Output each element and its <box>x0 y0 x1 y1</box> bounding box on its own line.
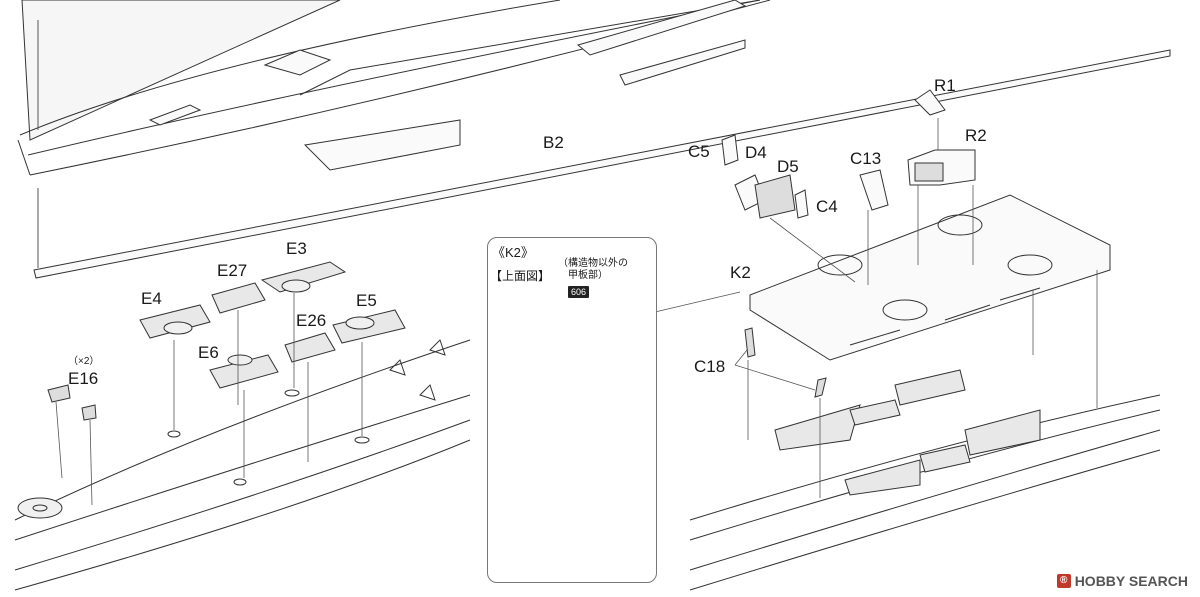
part-e5 <box>332 309 406 344</box>
part-k2-deck <box>749 194 1111 361</box>
paint-code-badge: 606 <box>568 286 590 298</box>
part-c18-a <box>744 327 756 358</box>
part-e26 <box>284 332 336 363</box>
label-k2: K2 <box>730 263 751 282</box>
part-e27 <box>211 282 266 314</box>
deck-right <box>689 369 1161 591</box>
hull-part-b2 <box>17 0 771 176</box>
watermark: ® HOBBY SEARCH <box>1056 573 1188 589</box>
deck-left <box>14 339 471 591</box>
guide-lines <box>55 118 1098 506</box>
part-c13 <box>859 169 889 211</box>
watermark-text: HOBBY SEARCH <box>1074 573 1188 589</box>
part-d5 <box>754 174 796 219</box>
keel-strip <box>33 49 1171 279</box>
label-e5: E5 <box>356 291 377 310</box>
part-c5 <box>721 134 739 166</box>
label-e16: E16 <box>68 369 99 388</box>
label-d5: D5 <box>777 157 799 176</box>
label-e27: E27 <box>217 261 248 280</box>
part-e3 <box>260 261 347 293</box>
inset-title: 《K2》 <box>492 245 534 260</box>
watermark-icon: ® <box>1056 574 1071 588</box>
label-d4: D4 <box>745 143 767 162</box>
label-e4: E4 <box>141 289 162 308</box>
part-e16-a <box>47 384 71 403</box>
part-e16-b <box>81 404 97 421</box>
label-e3: E3 <box>286 239 307 258</box>
inset-subtitle: 【上面図】 <box>490 269 551 283</box>
label-e26: E26 <box>296 311 327 330</box>
label-b2: B2 <box>543 133 564 152</box>
label-e6: E6 <box>198 343 219 362</box>
part-r1 <box>914 89 946 116</box>
part-e4 <box>139 304 211 339</box>
label-c13: C13 <box>850 149 882 168</box>
label-x2: （×2） <box>68 356 100 367</box>
part-c18-b <box>814 377 827 398</box>
part-e6 <box>209 354 279 389</box>
part-c4 <box>794 189 809 219</box>
inset-note-line1: （構造物以外の <box>558 258 628 269</box>
label-r1: R1 <box>934 76 956 95</box>
k2-inset-panel: 《K2》 【上面図】 （構造物以外の 甲板部） 606 <box>487 237 657 583</box>
part-r2 <box>907 149 976 186</box>
label-c4: C4 <box>816 197 838 216</box>
label-c5: C5 <box>688 142 710 161</box>
inset-note-line2: 甲板部） <box>568 270 608 281</box>
label-c18: C18 <box>694 357 726 376</box>
label-r2: R2 <box>965 126 987 145</box>
